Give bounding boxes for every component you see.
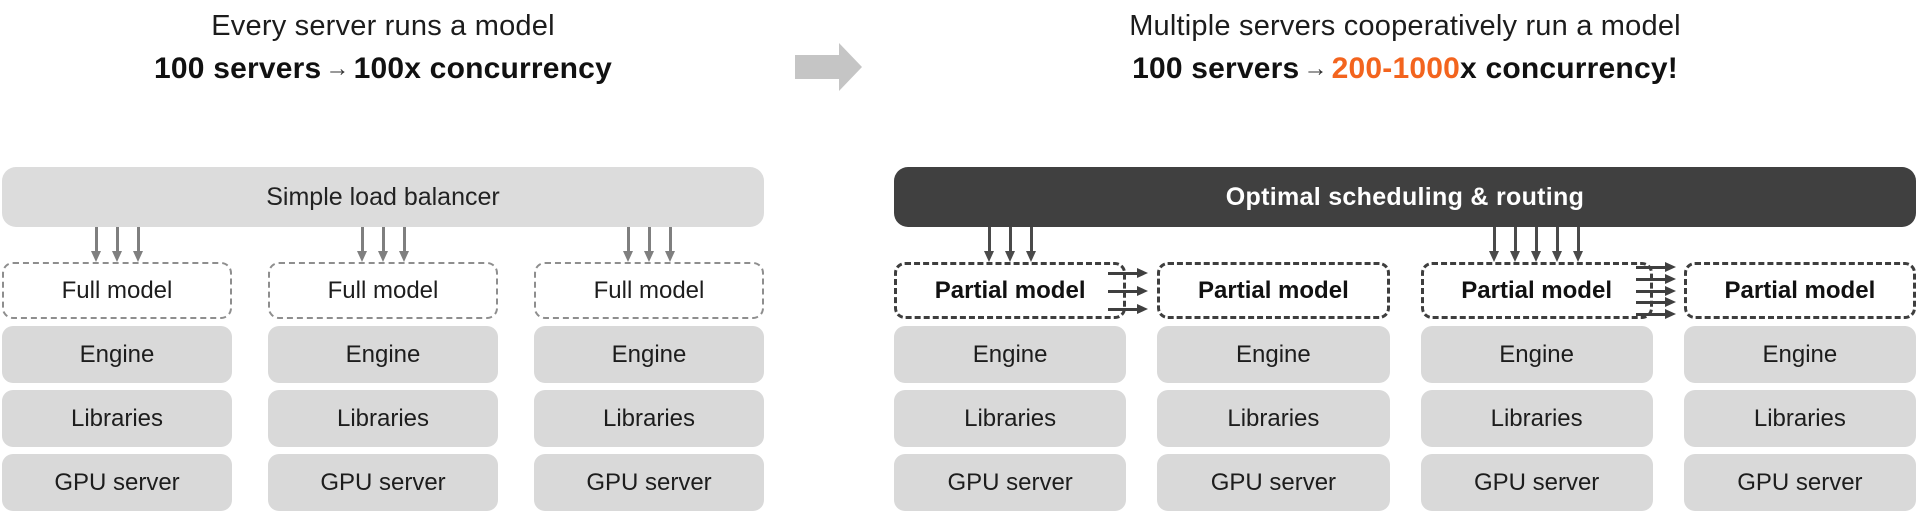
right-arrow-icon: [1108, 304, 1148, 315]
transition-arrow-head: [839, 43, 862, 91]
down-arrow-icon: [983, 227, 995, 262]
right-title-block: Multiple servers cooperatively run a mod…: [892, 10, 1918, 86]
libraries-box: Libraries: [2, 390, 232, 447]
engine-box: Engine: [1683, 326, 1916, 383]
down-arrow-group: [268, 227, 498, 262]
gpu-server-box: GPU server: [2, 454, 232, 511]
down-arrow-icon: [622, 227, 634, 262]
right-server-column-2: Partial model Engine Libraries GPU serve…: [1157, 227, 1390, 511]
engine-box: Engine: [534, 326, 764, 383]
engine-box: Engine: [1157, 326, 1390, 383]
down-arrow-icon: [1025, 227, 1037, 262]
left-server-column-1: Full model Engine Libraries GPU server: [2, 227, 232, 511]
full-model-box: Full model: [534, 262, 764, 319]
down-arrow-icon: [1489, 227, 1500, 262]
down-arrow-group: [2, 227, 232, 262]
left-server-columns: Full model Engine Libraries GPU server F…: [2, 227, 764, 511]
engine-box: Engine: [894, 326, 1127, 383]
empty-arrow-row: [1157, 227, 1389, 262]
down-arrow-icon: [664, 227, 676, 262]
left-subtitle-suffix: 100x concurrency: [353, 52, 612, 85]
partial-model-box: Partial model: [1683, 262, 1916, 319]
optimal-scheduling-label: Optimal scheduling & routing: [1225, 182, 1585, 211]
engine-box: Engine: [2, 326, 232, 383]
right-arrow-icon: [1108, 268, 1148, 279]
right-server-column-1: Partial model Engine Libraries GPU serve…: [894, 227, 1127, 511]
right-arrow-icon: [1636, 297, 1676, 308]
engine-box: Engine: [268, 326, 498, 383]
right-subtitle: 100 servers→200-1000x concurrency!: [892, 52, 1918, 86]
down-arrow-icon: [398, 227, 410, 262]
transition-arrow-shaft: [795, 55, 839, 79]
right-arrow-icon: [1636, 309, 1676, 320]
libraries-box: Libraries: [1683, 390, 1916, 447]
engine-box: Engine: [1420, 326, 1653, 383]
partial-model-box: Partial model: [1420, 262, 1653, 319]
gpu-server-box: GPU server: [534, 454, 764, 511]
right-server-column-3: Partial model Engine Libraries GPU serve…: [1420, 227, 1653, 511]
down-arrow-icon: [356, 227, 368, 262]
libraries-box: Libraries: [534, 390, 764, 447]
right-arrow-icon: [1636, 273, 1676, 285]
right-arrow-glyph: →: [325, 55, 350, 82]
partial-model-box: Partial model: [894, 262, 1127, 319]
right-server-column-4: Partial model Engine Libraries GPU serve…: [1683, 227, 1916, 511]
transition-arrow-icon: [795, 43, 862, 91]
down-arrow-icon: [1510, 227, 1521, 262]
right-arrow-glyph: →: [1303, 55, 1328, 82]
down-arrow-icon: [111, 227, 123, 262]
left-subtitle: 100 servers→100x concurrency: [0, 52, 766, 86]
gpu-server-box: GPU server: [1157, 454, 1390, 511]
left-server-column-2: Full model Engine Libraries GPU server: [268, 227, 498, 511]
left-subtitle-prefix: 100 servers: [154, 52, 322, 85]
simple-load-balancer-label: Simple load balancer: [266, 182, 500, 211]
libraries-box: Libraries: [1420, 390, 1653, 447]
left-server-column-3: Full model Engine Libraries GPU server: [534, 227, 764, 511]
down-arrow-group: [534, 227, 764, 262]
down-arrow-icon: [1004, 227, 1016, 262]
down-arrow-icon: [377, 227, 389, 262]
libraries-box: Libraries: [894, 390, 1127, 447]
right-subtitle-suffix: x concurrency!: [1460, 52, 1678, 85]
left-title-block: Every server runs a model 100 servers→10…: [0, 10, 766, 86]
gpu-server-box: GPU server: [268, 454, 498, 511]
down-arrow-icon: [643, 227, 655, 262]
right-title: Multiple servers cooperatively run a mod…: [1129, 10, 1681, 42]
down-arrow-group: [1421, 227, 1653, 262]
down-arrow-group: [894, 227, 1126, 262]
right-subtitle-highlight: 200-1000: [1331, 52, 1461, 85]
gpu-server-box: GPU server: [894, 454, 1127, 511]
right-subtitle-prefix: 100 servers: [1132, 52, 1300, 85]
horizontal-arrow-group-2: [1636, 262, 1676, 320]
libraries-box: Libraries: [268, 390, 498, 447]
down-arrow-icon: [1552, 227, 1563, 262]
right-arrow-icon: [1636, 262, 1676, 273]
horizontal-arrow-group-1: [1108, 268, 1148, 315]
full-model-box: Full model: [268, 262, 498, 319]
gpu-server-box: GPU server: [1683, 454, 1916, 511]
right-server-columns: Partial model Engine Libraries GPU serve…: [894, 227, 1916, 511]
partial-model-box: Partial model: [1157, 262, 1390, 319]
simple-load-balancer-bar: Simple load balancer: [2, 167, 764, 227]
optimal-scheduling-bar: Optimal scheduling & routing: [894, 167, 1916, 227]
right-arrow-icon: [1636, 285, 1676, 297]
gpu-server-box: GPU server: [1420, 454, 1653, 511]
full-model-box: Full model: [2, 262, 232, 319]
down-arrow-icon: [1531, 227, 1542, 262]
down-arrow-icon: [1573, 227, 1584, 262]
empty-arrow-row: [1684, 227, 1916, 262]
left-title: Every server runs a model: [211, 10, 555, 42]
right-arrow-icon: [1108, 286, 1148, 297]
libraries-box: Libraries: [1157, 390, 1390, 447]
down-arrow-icon: [132, 227, 144, 262]
down-arrow-icon: [90, 227, 102, 262]
